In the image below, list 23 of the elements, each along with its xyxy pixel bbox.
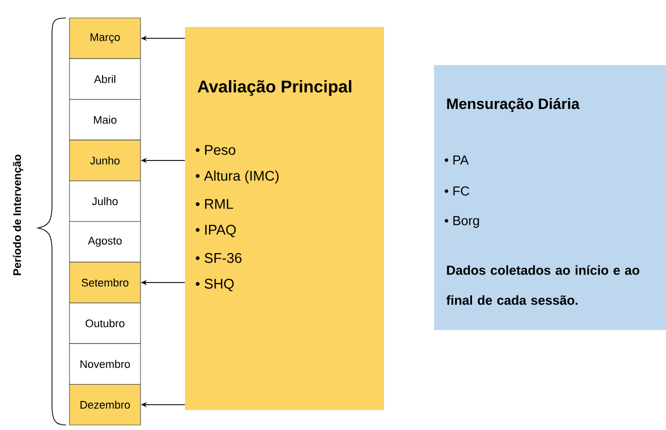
bullet-item: • FC: [444, 186, 470, 196]
month-cell: Novembro: [69, 343, 141, 385]
month-cell: Outubro: [69, 302, 141, 344]
month-cell: Maio: [69, 99, 141, 140]
month-cell: Julho: [69, 180, 141, 222]
month-cell: Junho: [69, 140, 141, 182]
bullet-item: • PA: [444, 156, 469, 164]
month-cell: Agosto: [69, 221, 141, 262]
month-cell: Setembro: [69, 262, 141, 304]
axis-label: Período de Intervenção: [12, 154, 24, 276]
bullet-item: • Borg: [444, 216, 479, 228]
bullet-item: • SHQ: [196, 278, 234, 292]
bullet-item: • SF-36: [196, 253, 242, 263]
month-cell: Março: [69, 18, 141, 59]
bullet-item: • Altura (IMC): [196, 170, 279, 184]
month-cell: Abril: [69, 58, 141, 100]
bullet-item: • IPAQ: [196, 224, 236, 238]
heading: Mensuração Diária: [447, 98, 580, 112]
bullet-item: • Peso: [196, 145, 236, 155]
month-cell: Dezembro: [69, 384, 141, 426]
heading: Avaliação Principal: [198, 80, 352, 96]
bullet-item: • RML: [196, 199, 234, 209]
note: Dados coletados ao início e ao final de cada sessão.: [446, 265, 640, 305]
